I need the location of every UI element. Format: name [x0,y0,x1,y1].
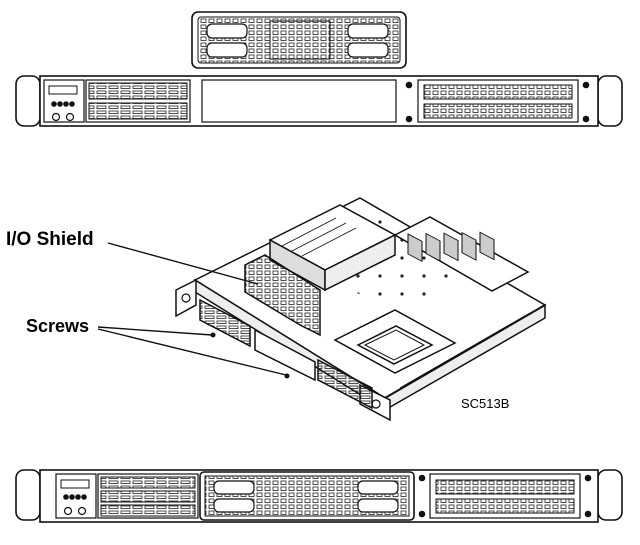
front-bezel-top [191,11,407,69]
screws-label: Screws [26,316,90,336]
screw-1 [210,332,216,338]
model-label: SC513B [461,396,510,411]
callout-leaders [97,242,287,376]
screws-leader-1 [97,326,213,336]
chassis-front-upper [15,75,623,127]
screws-leader-2 [97,328,287,376]
screw-2 [284,373,290,379]
chassis-front-lower [15,469,623,523]
io-shield-leader [107,242,259,285]
screw-markers [210,332,290,379]
chassis-isometric [175,197,547,422]
io-shield-label: I/O Shield [6,229,94,250]
